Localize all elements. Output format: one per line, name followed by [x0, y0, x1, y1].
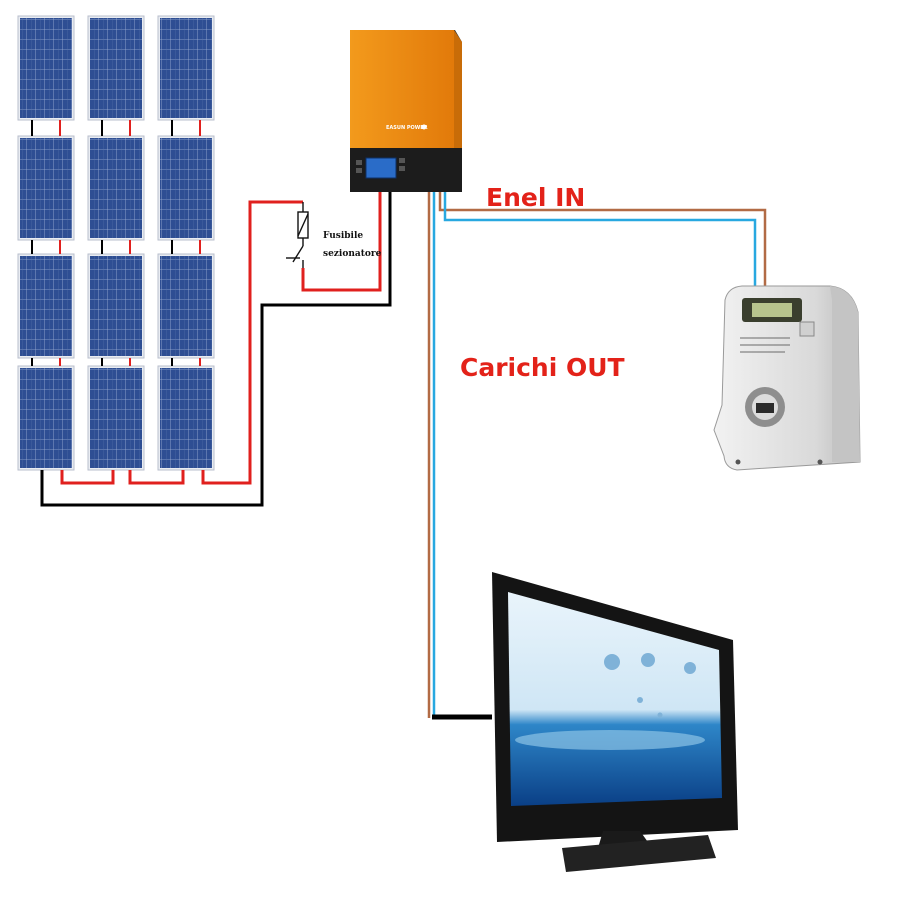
- solar-panel-cells: [90, 368, 142, 468]
- inverter-brand: EASUN POWER: [386, 125, 428, 131]
- solar-panel-cells: [20, 368, 72, 468]
- loads-out-label: Carichi OUT: [460, 353, 625, 382]
- solar-panel-cells: [160, 256, 212, 356]
- string-link-2: [128, 470, 185, 485]
- string-negative-wire: [40, 192, 392, 507]
- fuse-disconnector-icon: [286, 202, 309, 268]
- grid-in-blue-wire: [443, 192, 757, 290]
- solar-panel-cells: [160, 368, 212, 468]
- solar-panel-cells: [20, 138, 72, 238]
- solar-panel-array: [17, 15, 215, 471]
- fuse-label: Fusibile: [323, 231, 363, 241]
- string-wiring: [40, 192, 392, 507]
- solar-panel-cells: [90, 138, 142, 238]
- solar-panel-cells: [90, 18, 142, 118]
- solar-panel-cells: [20, 256, 72, 356]
- energy-meter-icon: [713, 285, 861, 471]
- inverter-icon: EASUN POWER: [350, 30, 462, 192]
- solar-panel-cells: [160, 138, 212, 238]
- solar-panel-cells: [90, 256, 142, 356]
- string-link-1: [60, 470, 115, 485]
- solar-panel-cells: [160, 18, 212, 118]
- grid-in-brown-wire: [438, 192, 767, 290]
- grid-in-label: Enel IN: [486, 183, 585, 212]
- television-icon: [492, 572, 738, 872]
- panel-jumper-wires: [31, 120, 201, 366]
- fuse-out-wire: [301, 192, 382, 292]
- string-positive-wire: [201, 200, 303, 485]
- ac-wiring: [427, 192, 767, 720]
- solar-panel-cells: [20, 18, 72, 118]
- disconnector-label: sezionatore: [323, 249, 382, 259]
